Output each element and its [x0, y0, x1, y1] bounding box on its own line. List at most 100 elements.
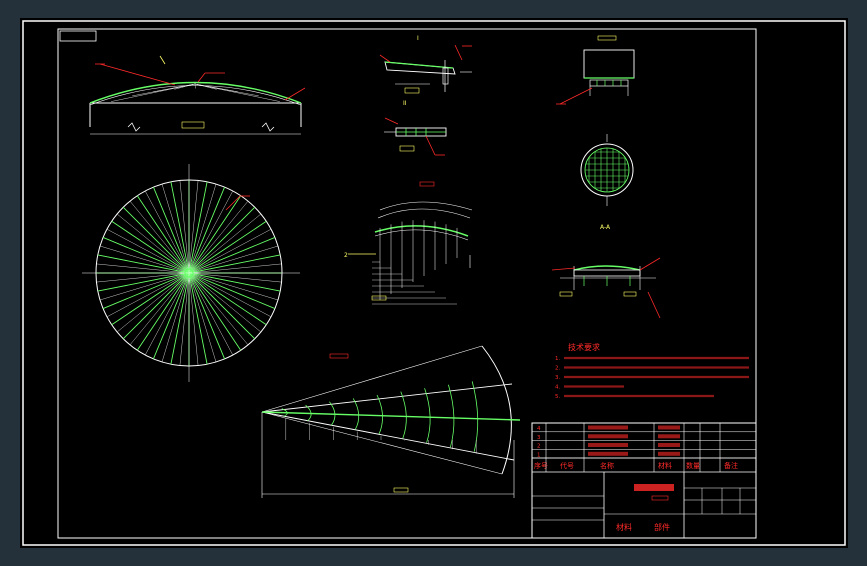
plan-spoke-secondary [188, 263, 282, 274]
sector-rib-arc [376, 394, 383, 435]
detail-view-I-label: I [417, 35, 419, 42]
title-block-material: 材料 [616, 522, 632, 532]
plan-spoke [188, 272, 208, 365]
technical-requirements: 技术要求 1.2.3.4.5. [555, 342, 749, 400]
tech-req-line: 4. [555, 385, 560, 391]
sector-rib-arc [281, 408, 288, 417]
bom-row-number: 2 [537, 444, 541, 450]
bom-row-name [588, 434, 628, 439]
plan-spoke [111, 272, 190, 326]
plan-spoke-secondary [188, 229, 272, 274]
frame-corner-tag [59, 30, 97, 42]
plan-spoke-secondary [129, 272, 190, 346]
bom-row-material [658, 425, 680, 430]
plan-spoke [188, 272, 276, 310]
plan-spoke-secondary [188, 272, 249, 346]
plan-spoke [188, 272, 281, 292]
plan-spoke [136, 272, 190, 351]
plan-spoke [102, 236, 190, 274]
dome-plan-view [82, 164, 300, 382]
unfolded-sector-view [261, 345, 521, 498]
plan-spoke-secondary [99, 245, 190, 274]
plan-spoke-secondary [188, 180, 199, 274]
plan-spoke-secondary [96, 263, 190, 274]
plan-spoke-secondary [179, 180, 190, 274]
plan-spoke-secondary [161, 272, 190, 363]
bom-row-name [588, 451, 628, 456]
dome-rib [194, 83, 259, 97]
plan-spoke [122, 272, 190, 340]
bom-row-material [658, 434, 680, 439]
plan-spoke-secondary [145, 272, 190, 356]
sector-rib-arc [448, 384, 455, 448]
rib-arc-detail: 2 [344, 181, 473, 305]
bom-row-number: 3 [537, 435, 541, 441]
dome-rib [174, 83, 196, 90]
sector-rib-arc [400, 391, 407, 439]
sector-rib-arc [424, 388, 431, 443]
plan-spoke-secondary [129, 200, 190, 274]
plan-spoke-secondary [188, 245, 279, 274]
section-A-A-label: A-A [600, 224, 611, 231]
plan-spoke [188, 272, 256, 340]
dome-elevation-view [89, 55, 306, 135]
plan-spoke [188, 195, 242, 274]
plan-spoke-secondary [116, 213, 190, 274]
plan-spoke [188, 220, 267, 274]
plan-spoke [188, 236, 276, 274]
plan-spoke-secondary [179, 272, 190, 366]
sector-rib-arc [471, 381, 479, 452]
sector-rib-arc [305, 404, 312, 422]
plan-spoke [170, 272, 190, 365]
dome-rib [111, 83, 196, 102]
grid-plate-plan [580, 134, 634, 206]
bom-row-number: 4 [537, 426, 541, 432]
title-block-part: 部件 [654, 522, 670, 532]
bom-header-cell: 数量 [686, 461, 700, 470]
plan-spoke-secondary [145, 190, 190, 274]
bom-header-cell: 代号 [560, 461, 574, 470]
plan-spoke [97, 272, 190, 292]
bom-header-cell: 材料 [658, 461, 672, 470]
plan-spoke-secondary [188, 272, 217, 363]
drawing-sheet [20, 18, 848, 548]
tech-req-line: 2. [555, 366, 560, 372]
plan-spoke-secondary [188, 272, 279, 301]
bom-row-name [588, 425, 628, 430]
plan-spoke-secondary [116, 272, 190, 333]
plan-spoke [111, 220, 190, 274]
plan-spoke [188, 272, 242, 351]
bom-row-name [588, 443, 628, 447]
plan-spoke [188, 272, 267, 326]
plan-spoke [170, 181, 190, 274]
bom-row-material [658, 443, 680, 447]
plan-spoke-secondary [188, 213, 262, 274]
sector-rib-arc [352, 398, 360, 430]
detail-view-I: I [379, 35, 472, 94]
bom-header-cell: 名称 [600, 461, 614, 470]
dome-rib [194, 83, 280, 102]
plan-spoke-secondary [188, 272, 199, 366]
dome-rib [194, 83, 196, 89]
plan-spoke [188, 254, 281, 274]
plan-spoke-secondary [96, 272, 190, 283]
plan-spoke [122, 206, 190, 274]
dome-rib [153, 83, 196, 92]
plan-spoke [188, 206, 256, 274]
tech-req-line: 5. [555, 394, 560, 400]
title-block: 4321 序号代号名称材料数量备注 材料 部件 [531, 422, 757, 539]
sheet-outer-border [22, 20, 846, 546]
plan-spoke-secondary [106, 229, 190, 274]
plan-spoke-secondary [188, 272, 233, 356]
bom-header-cell: 序号 [534, 461, 548, 470]
tech-req-line: 3. [555, 375, 560, 381]
plan-spoke-secondary [188, 272, 262, 333]
plan-spoke [102, 272, 190, 310]
tech-req-line: 1. [555, 356, 560, 362]
plan-spoke [152, 186, 190, 274]
bom-row-material [658, 451, 680, 456]
plan-spoke [188, 181, 208, 274]
sheet-inner-frame [57, 28, 757, 539]
